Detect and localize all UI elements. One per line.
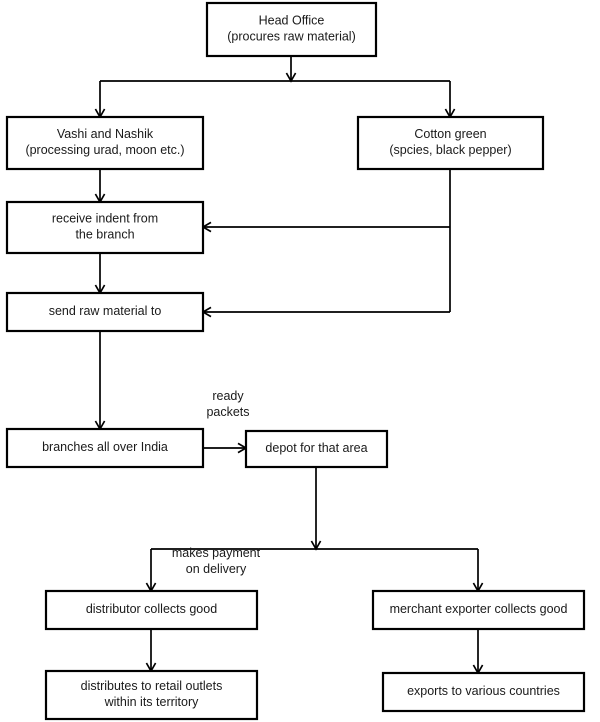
node-box[interactable] (205, 1, 378, 58)
edge-head-office-split-stem (285, 56, 297, 83)
edge-branches-to-depot (203, 442, 248, 454)
nodes-layer: Head Office(procures raw material) Vashi … (5, 1, 586, 721)
node-label: Cotton green(spcies, black pepper) (389, 127, 511, 157)
node-box[interactable] (356, 115, 545, 171)
node-box[interactable] (244, 429, 389, 469)
edge-depot-down-stem (310, 467, 322, 551)
node-box[interactable] (44, 589, 259, 631)
node-cotton-green[interactable]: Cotton green(spcies, black pepper) (356, 115, 545, 171)
node-label: distributor collects good (86, 602, 217, 616)
edge-cotton-to-send-raw-material (201, 306, 450, 318)
node-box[interactable] (371, 589, 586, 631)
node-box[interactable] (381, 671, 586, 713)
node-label: Head Office(procures raw material) (227, 14, 356, 44)
edge-depot-to-merchant (472, 549, 484, 593)
node-box[interactable] (5, 291, 205, 333)
edge-distributor-to-retail (145, 629, 157, 673)
edge-head-office-to-vashi (94, 81, 106, 119)
node-box[interactable] (5, 427, 205, 469)
node-label: Vashi and Nashik(processing urad, moon e… (25, 127, 184, 157)
node-box[interactable] (5, 115, 205, 171)
node-depot-area[interactable]: depot for that area (244, 429, 389, 469)
node-distributor-collects[interactable]: distributor collects good (44, 589, 259, 631)
edge-cotton-to-receive-indent (201, 221, 450, 233)
edge-merchant-to-exports (472, 629, 484, 675)
node-label: send raw material to (49, 304, 162, 318)
node-send-raw-material[interactable]: send raw material to (5, 291, 205, 333)
edge-head-office-to-cotton (444, 81, 456, 119)
node-box[interactable] (5, 200, 205, 255)
edge-depot-to-distributor (145, 549, 157, 593)
node-vashi-nashik[interactable]: Vashi and Nashik(processing urad, moon e… (5, 115, 205, 171)
node-exports-countries[interactable]: exports to various countries (381, 671, 586, 713)
node-merchant-exporter[interactable]: merchant exporter collects good (371, 589, 586, 631)
node-label: branches all over India (42, 440, 168, 454)
node-head-office[interactable]: Head Office(procures raw material) (205, 1, 378, 58)
edge-vashi-to-receive-indent (94, 169, 106, 204)
node-label: depot for that area (265, 441, 367, 455)
node-box[interactable] (44, 669, 259, 721)
edge-receive-indent-to-send-raw (94, 253, 106, 295)
node-label: exports to various countries (407, 684, 560, 698)
node-branches-india[interactable]: branches all over India (5, 427, 205, 469)
edge-send-raw-to-branches (94, 331, 106, 431)
node-label: merchant exporter collects good (390, 602, 568, 616)
edges-layer (94, 56, 484, 675)
